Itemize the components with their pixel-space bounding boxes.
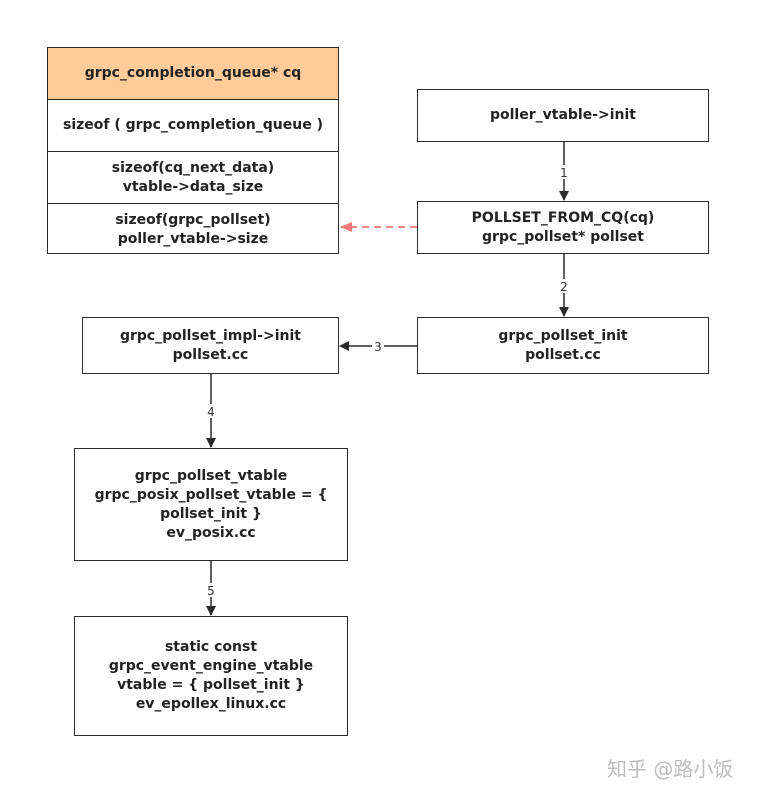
edge-2-label: 2	[560, 280, 568, 294]
struct-row-line: sizeof ( grpc_completion_queue )	[63, 117, 323, 133]
node-pollset-vtable: grpc_pollset_vtable grpc_posix_pollset_v…	[74, 448, 348, 561]
node-line: grpc_posix_pollset_vtable = {	[94, 486, 328, 503]
node-pollset-from-cq: POLLSET_FROM_CQ(cq) grpc_pollset* pollse…	[417, 201, 709, 254]
node-pollset-impl-init: grpc_pollset_impl->init pollset.cc	[82, 317, 339, 374]
node-grpc-pollset-init: grpc_pollset_init pollset.cc	[417, 317, 709, 374]
edge-1-label: 1	[560, 166, 568, 180]
node-line: grpc_pollset_impl->init	[119, 327, 301, 344]
struct-row-line: poller_vtable->size	[117, 230, 269, 247]
edge-5-label-bg	[205, 583, 217, 597]
node-event-engine-vtable: static const grpc_event_engine_vtable vt…	[74, 616, 348, 736]
node-line: pollset_init }	[160, 505, 262, 522]
struct-row-line: vtable->data_size	[122, 178, 264, 195]
struct-row-line: sizeof(grpc_pollset)	[115, 211, 271, 228]
watermark: 知乎 @路小饭	[607, 757, 734, 781]
struct-row-pollset: sizeof(grpc_pollset) poller_vtable->size	[48, 203, 338, 255]
node-line: POLLSET_FROM_CQ(cq)	[471, 209, 655, 226]
edge-4-label-bg	[205, 404, 217, 418]
struct-row-line: sizeof(cq_next_data)	[111, 159, 275, 176]
completion-queue-struct: grpc_completion_queue* cq sizeof ( grpc_…	[47, 47, 339, 254]
edge-3-label: 3	[374, 340, 382, 354]
edge-3-label-bg	[372, 339, 384, 353]
node-line: pollset.cc	[172, 346, 249, 363]
node-line: static const	[164, 639, 258, 655]
edge-2-label-bg	[558, 279, 570, 293]
node-line: grpc_event_engine_vtable	[108, 658, 314, 674]
edge-1-label-bg	[558, 165, 570, 179]
struct-header: grpc_completion_queue* cq	[48, 48, 338, 99]
struct-row-next-data: sizeof(cq_next_data) vtable->data_size	[48, 151, 338, 203]
node-line: ev_posix.cc	[166, 524, 256, 541]
node-line: grpc_pollset_init	[498, 327, 628, 344]
node-line: poller_vtable->init	[489, 107, 636, 123]
node-line: vtable = { pollset_init }	[117, 677, 305, 693]
node-line: ev_epollex_linux.cc	[135, 696, 287, 712]
node-line: grpc_pollset_vtable	[134, 467, 288, 484]
edge-5-label: 5	[207, 584, 215, 598]
edge-4-label: 4	[207, 405, 215, 419]
struct-header-label: grpc_completion_queue* cq	[84, 65, 302, 81]
struct-row-queue: sizeof ( grpc_completion_queue )	[48, 99, 338, 151]
node-line: grpc_pollset* pollset	[482, 228, 644, 245]
node-poller-vtable-init: poller_vtable->init	[417, 89, 709, 142]
node-line: pollset.cc	[525, 346, 601, 363]
